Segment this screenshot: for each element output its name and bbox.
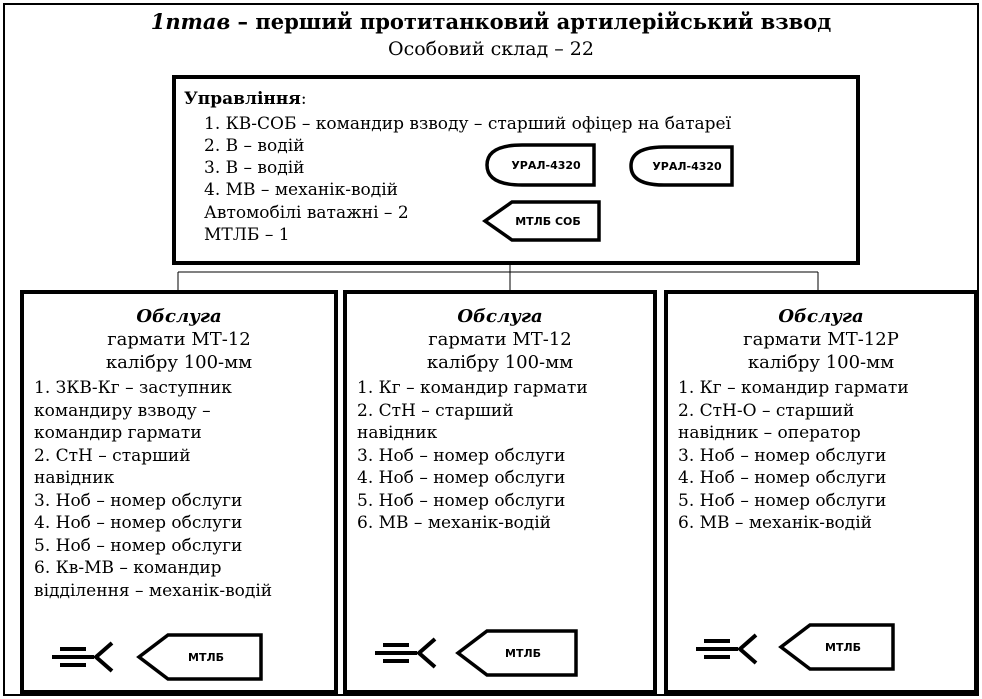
crew-item: відділення – механік-водій xyxy=(34,581,273,601)
control-group-box: Управління: 1. КВ-СОБ – командир взводу … xyxy=(172,75,860,265)
ural-truck-icon: УРАЛ-4320 xyxy=(484,142,600,188)
crew-item: навідник xyxy=(34,468,115,488)
crew-vehicle-label: МТЛБ xyxy=(505,646,541,660)
crew-item: 5. Ноб – номер обслуги xyxy=(678,491,887,511)
mtlb-tractor-icon: МТЛБ xyxy=(455,628,579,678)
crew-item: 2. СтН – старший xyxy=(34,446,191,466)
gun-crew-box-2: Обслуга гармати МТ-12 калібру 100-мм 1. … xyxy=(343,290,657,694)
crew-caliber: калібру 100-мм xyxy=(426,352,574,373)
control-line: 1. КВ-СОБ – командир взводу – старший оф… xyxy=(204,114,732,134)
crew-item: 4. Ноб – номер обслуги xyxy=(678,468,887,488)
crew-item: 3. Ноб – номер обслуги xyxy=(678,446,887,466)
tractor-label: МТЛБ СОБ xyxy=(515,214,581,228)
crew-vehicle-label: МТЛБ xyxy=(825,640,861,654)
anti-tank-gun-icon xyxy=(696,633,758,665)
crew-item: 6. МВ – механік-водій xyxy=(678,513,873,533)
crew-item: 1. Кг – командир гармати xyxy=(678,378,909,398)
control-heading-label: Управління xyxy=(184,89,301,109)
crew-title: Обслуга xyxy=(457,306,543,327)
crew-item: 5. Ноб – номер обслуги xyxy=(357,491,566,511)
crew-vehicle-label: МТЛБ xyxy=(188,650,224,664)
mtlb-tractor-icon: МТЛБ СОБ xyxy=(482,199,602,243)
control-line: 4. МВ – механік-водій xyxy=(204,180,399,200)
crew-item: командир гармати xyxy=(34,423,202,443)
truck-1-label: УРАЛ-4320 xyxy=(511,158,581,172)
control-line: 2. В – водій xyxy=(204,136,305,156)
title-text: – перший протитанковий артилерійський вз… xyxy=(230,9,832,34)
crew-item: 6. Кв-МВ – командир xyxy=(34,558,222,578)
gun-crew-box-3: Обслуга гармати МТ-12Р калібру 100-мм 1.… xyxy=(664,290,978,694)
truck-2-label: УРАЛ-4320 xyxy=(652,159,722,173)
crew-item: 4. Ноб – номер обслуги xyxy=(357,468,566,488)
mtlb-tractor-icon: МТЛБ xyxy=(778,622,896,672)
crew-item: 6. МВ – механік-водій xyxy=(357,513,552,533)
crew-title: Обслуга xyxy=(136,306,222,327)
control-line: 3. В – водій xyxy=(204,158,305,178)
control-line: МТЛБ – 1 xyxy=(204,225,290,245)
control-line: Автомобілі ватажні – 2 xyxy=(204,203,409,223)
title-abbreviation: 1птав xyxy=(150,9,231,34)
crew-item: 1. ЗКВ-Кг – заступник xyxy=(34,378,232,398)
crew-item: 4. Ноб – номер обслуги xyxy=(34,513,243,533)
crew-item: 3. Ноб – номер обслуги xyxy=(357,446,566,466)
crew-item: командиру взводу – xyxy=(34,401,211,421)
mtlb-tractor-icon: МТЛБ xyxy=(136,632,264,682)
anti-tank-gun-icon xyxy=(52,641,114,673)
personnel-count: Особовий склад – 22 xyxy=(388,38,594,60)
crew-item: навідник xyxy=(357,423,438,443)
crew-item: навідник – оператор xyxy=(678,423,861,443)
crew-caliber: калібру 100-мм xyxy=(105,352,253,373)
crew-title: Обслуга xyxy=(778,306,864,327)
crew-gun-type: гармати МТ-12 xyxy=(107,329,251,350)
gun-crew-box-1: Обслуга гармати МТ-12 калібру 100-мм 1. … xyxy=(20,290,338,694)
crew-item: 3. Ноб – номер обслуги xyxy=(34,491,243,511)
crew-gun-type: гармати МТ-12Р xyxy=(743,329,899,350)
crew-item: 2. СтН-О – старший xyxy=(678,401,855,421)
crew-caliber: калібру 100-мм xyxy=(747,352,895,373)
anti-tank-gun-icon xyxy=(375,637,437,669)
crew-gun-type: гармати МТ-12 xyxy=(428,329,572,350)
outer-frame xyxy=(3,3,979,696)
crew-item: 5. Ноб – номер обслуги xyxy=(34,536,243,556)
ural-truck-icon: УРАЛ-4320 xyxy=(628,144,738,188)
control-heading-colon: : xyxy=(300,89,307,109)
crew-item: 1. Кг – командир гармати xyxy=(357,378,588,398)
diagram-title: 1птав – перший протитанковий артилерійсь… xyxy=(0,10,982,34)
control-heading: Управління: xyxy=(184,89,307,109)
crew-item: 2. СтН – старший xyxy=(357,401,514,421)
